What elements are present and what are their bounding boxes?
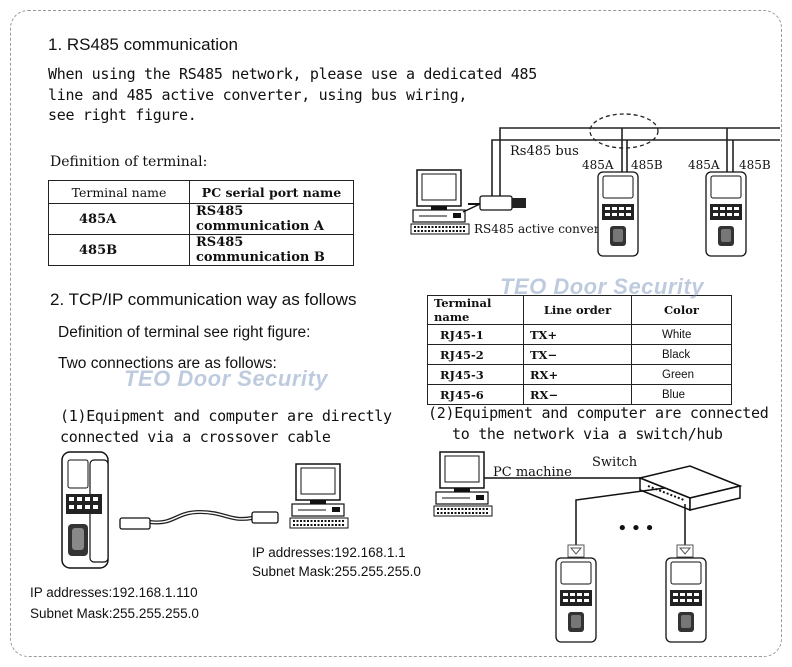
terminal-table-header: Terminal name PC serial port name: [48, 180, 354, 204]
table-row: 485B RS485 communication B: [48, 234, 354, 266]
section1-heading: 1. RS485 communication: [48, 35, 238, 54]
computer-icon: [433, 451, 493, 517]
more-devices-ellipsis: •••: [617, 518, 658, 539]
table-cell: RS485 communication B: [189, 234, 354, 266]
table-cell: Green: [631, 364, 732, 385]
computer-icon: [289, 463, 349, 529]
port-arrow-icon: [567, 544, 585, 558]
connections-line: Two connections are as follows:: [58, 355, 277, 372]
rj45-table-header-cell: Color: [631, 295, 732, 325]
port-arrow-icon: [676, 544, 694, 558]
section1-para-line-2: line and 485 active converter, using bus…: [48, 86, 468, 104]
table-row: 485A RS485 communication A: [48, 203, 354, 235]
switch-label: Switch: [592, 455, 638, 470]
pc-ip-address: IP addresses:192.168.1.1: [252, 545, 406, 560]
table-cell: Black: [631, 344, 732, 365]
access-terminal-icon: [555, 557, 597, 643]
section2-heading: 2. TCP/IP communication way as follows: [50, 290, 357, 309]
section1-para-line-3: see right figure.: [48, 106, 197, 124]
terminal-485b-label: 485B: [631, 158, 663, 172]
terminal-485a-label: 485A: [688, 158, 720, 172]
table-cell: RJ45-6: [427, 384, 524, 405]
network-link: [575, 487, 666, 545]
table-row: RJ45-3 RX+ Green: [427, 364, 732, 385]
network-switch-icon: [637, 465, 743, 512]
access-terminal-icon: [597, 171, 639, 257]
terminal-485b-label: 485B: [739, 158, 771, 172]
definition-line: Definition of terminal see right figure:: [58, 324, 311, 341]
table-cell: RS485 communication A: [189, 203, 354, 235]
option2-line-2: to the network via a switch/hub: [452, 425, 723, 443]
crossover-cable-icon: [119, 509, 279, 530]
access-terminal-icon: [705, 171, 747, 257]
rj45-table-header: Terminal name Line order Color: [427, 295, 732, 325]
table-cell: 485B: [48, 234, 190, 266]
table-row: RJ45-1 TX+ White: [427, 324, 732, 345]
rs485-bus-label: Rs485 bus: [510, 144, 579, 159]
table-cell: White: [631, 324, 732, 345]
watermark: TEO Door Security: [500, 274, 705, 299]
bus-highlight-ellipse: [589, 113, 659, 149]
table-cell: Blue: [631, 384, 732, 405]
access-terminal-icon: [665, 557, 707, 643]
watermark: TEO Door Security: [124, 366, 329, 391]
computer-icon: [410, 169, 470, 235]
terminal-table: Terminal name PC serial port name 485A R…: [48, 180, 354, 266]
option1-line-2: connected via a crossover cable: [60, 428, 331, 446]
definition-label: Definition of terminal:: [50, 154, 208, 170]
rs485-converter-icon: [468, 195, 526, 211]
section1-para-line-1: When using the RS485 network, please use…: [48, 65, 537, 83]
device-subnet-mask: Subnet Mask:255.255.255.0: [30, 606, 199, 621]
converter-label: RS485 active converter: [474, 222, 618, 236]
terminal-485a-label: 485A: [582, 158, 614, 172]
table-row: RJ45-6 RX− Blue: [427, 384, 732, 405]
option1-line-1: (1)Equipment and computer are directly: [60, 407, 392, 425]
rj45-table: Terminal name Line order Color RJ45-1 TX…: [427, 295, 732, 405]
option2-line-1: (2)Equipment and computer are connected: [428, 404, 769, 422]
terminal-table-header-cell: Terminal name: [48, 180, 190, 204]
table-cell: RX−: [523, 384, 632, 405]
fingerprint-terminal-icon: [61, 451, 109, 569]
page-frame: [10, 10, 782, 657]
device-ip-address: IP addresses:192.168.1.110: [30, 585, 198, 600]
rs485-bus-lines: [491, 127, 780, 199]
pc-machine-label: PC machine: [493, 465, 572, 480]
pc-subnet-mask: Subnet Mask:255.255.255.0: [252, 564, 421, 579]
table-cell: 485A: [48, 203, 190, 235]
